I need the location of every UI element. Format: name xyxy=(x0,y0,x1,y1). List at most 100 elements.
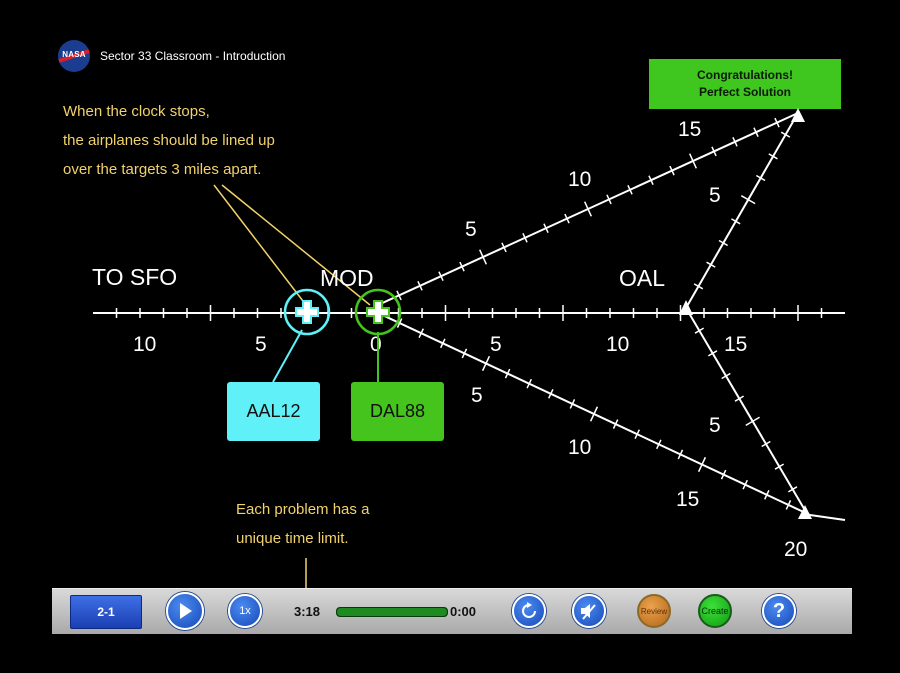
nasa-logo-text: NASA xyxy=(62,50,86,59)
lower-route-extension xyxy=(809,514,846,521)
callout-line xyxy=(221,184,371,306)
route-tick-mark xyxy=(774,463,785,470)
aal12-target-circle xyxy=(283,288,331,336)
note-line: Each problem has a xyxy=(236,501,370,518)
route-tick-mark xyxy=(417,280,423,291)
flight-callsign: DAL88 xyxy=(369,401,426,421)
route-tick-mark xyxy=(478,249,488,265)
aal12-leader-line xyxy=(272,329,303,383)
app-header: NASA Sector 33 Classroom - Introduction xyxy=(58,40,285,72)
route-tick-mark xyxy=(501,242,507,253)
route-tick-mark xyxy=(589,406,599,422)
dal88-target-circle xyxy=(354,288,402,336)
time-progress-bar[interactable] xyxy=(336,607,448,617)
app-title: Sector 33 Classroom - Introduction xyxy=(100,49,286,63)
route-tick-mark xyxy=(721,372,731,380)
route-tick-mark xyxy=(761,440,771,448)
route-tick-mark xyxy=(669,165,675,176)
route-tick-mark xyxy=(745,416,760,427)
route-tick-mark xyxy=(583,201,593,217)
route-tick-mark xyxy=(768,153,778,160)
route-tick-mark xyxy=(548,388,554,399)
level-button[interactable]: 2-1 xyxy=(70,595,142,629)
upper-tick-label: 10 xyxy=(568,168,591,191)
upper-tick-label: 15 xyxy=(678,118,701,141)
route-tick-mark xyxy=(656,439,662,450)
lower-tick-label: 10 xyxy=(568,436,591,459)
upper-route-ticks xyxy=(396,117,780,301)
route-tick-mark xyxy=(688,153,698,169)
create-button[interactable]: Create xyxy=(698,594,732,628)
instruction-text: When the clock stops, the airplanes shou… xyxy=(63,97,275,184)
create-label: Create xyxy=(701,606,729,616)
flight-tag-aal12[interactable]: AAL12 xyxy=(227,382,320,441)
route-tick-mark xyxy=(481,355,491,372)
note-line: unique time limit. xyxy=(236,530,349,547)
aal12-aircraft-icon[interactable] xyxy=(295,300,319,324)
time-current: 3:18 xyxy=(294,604,321,619)
route-tick-mark xyxy=(734,395,745,402)
congrats-line1: Congratulations! xyxy=(697,68,793,82)
lower-tick-label: 20 xyxy=(784,538,807,561)
route-tick-mark xyxy=(707,350,718,357)
time-progress-fill xyxy=(337,608,447,616)
callout-line xyxy=(213,184,307,306)
route-tick-mark xyxy=(459,261,465,272)
main-tick-label: 5 xyxy=(255,333,267,356)
route-tick-mark xyxy=(785,500,792,510)
instruction-line: over the targets 3 miles apart. xyxy=(63,161,262,178)
route-tick-mark xyxy=(440,338,446,349)
route-tick-mark xyxy=(418,328,424,339)
flight-tag-dal88[interactable]: DAL88 xyxy=(351,382,444,441)
route-tick-mark xyxy=(438,271,444,282)
question-icon: ? xyxy=(772,599,786,622)
upper-right-tick-label: 5 xyxy=(709,184,721,207)
upper-tick-label: 5 xyxy=(465,218,477,241)
main-tick-label: 15 xyxy=(724,333,747,356)
upper-right-route-line xyxy=(685,112,799,309)
upper-waypoint-marker xyxy=(791,108,805,122)
route-tick-mark xyxy=(461,348,468,359)
reset-button[interactable] xyxy=(512,594,546,628)
route-tick-mark xyxy=(706,261,716,268)
route-tick-mark xyxy=(753,127,759,138)
route-tick-mark xyxy=(764,489,770,500)
time-end: 0:00 xyxy=(450,604,477,619)
route-tick-mark xyxy=(396,290,402,301)
speed-button[interactable]: 1x xyxy=(228,594,262,628)
dal88-aircraft-icon[interactable] xyxy=(366,300,390,324)
route-tick-mark xyxy=(742,479,748,490)
congrats-line2: Perfect Solution xyxy=(698,85,791,99)
route-tick-mark xyxy=(543,223,549,234)
route-tick-mark xyxy=(697,456,707,473)
route-tick-mark xyxy=(606,194,612,205)
lower-tick-label: 15 xyxy=(676,488,699,511)
play-button[interactable] xyxy=(166,592,204,630)
route-tick-mark xyxy=(569,399,576,409)
route-tick-mark xyxy=(627,184,633,195)
main-tick-label: 10 xyxy=(133,333,156,356)
route-tick-mark xyxy=(526,378,532,389)
flight-callsign: AAL12 xyxy=(246,401,301,421)
route-tick-mark xyxy=(677,449,684,460)
route-tick-mark xyxy=(693,283,704,290)
play-icon xyxy=(180,603,192,619)
route-tick-mark xyxy=(720,469,727,480)
route-tick-mark xyxy=(711,146,717,157)
instruction-line: the airplanes should be lined up xyxy=(63,132,275,149)
route-tick-mark xyxy=(740,195,756,205)
route-tick-mark xyxy=(522,232,528,243)
route-tick-mark xyxy=(731,218,741,225)
review-button[interactable]: Review xyxy=(637,594,671,628)
route-label-mod: MOD xyxy=(320,265,374,291)
oal-waypoint-marker xyxy=(679,300,693,315)
route-tick-mark xyxy=(732,136,738,147)
lower-right-route-line xyxy=(685,307,807,513)
nasa-logo: NASA xyxy=(58,40,90,72)
route-label-oal: OAL xyxy=(619,265,665,291)
route-tick-mark xyxy=(504,368,511,379)
help-button[interactable]: ? xyxy=(762,594,796,628)
mute-button[interactable] xyxy=(572,594,606,628)
route-tick-mark xyxy=(755,174,766,182)
